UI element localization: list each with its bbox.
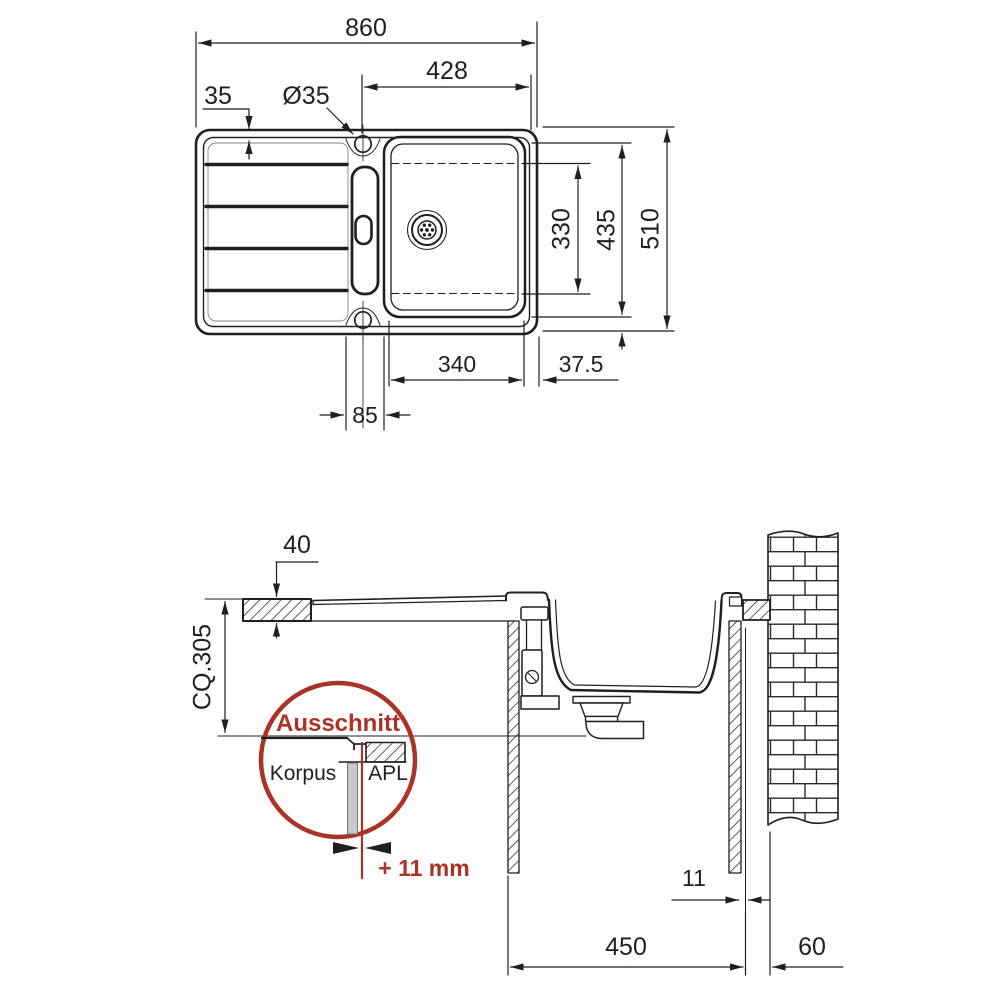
dim-bowl-inner-length: 330 [548, 208, 576, 250]
tap-ledge [345, 124, 381, 341]
dimensions-top [195, 21, 538, 160]
dim-cutout-reference: CQ.305 [189, 624, 217, 710]
drain-assembly [572, 695, 645, 740]
detail-title: Ausschnitt [276, 710, 400, 737]
dim-rim-margin: 35 [204, 82, 232, 110]
fixing-clamp [520, 596, 743, 710]
korpus-panel [347, 762, 358, 835]
brick-wall [767, 530, 839, 826]
sink-section [312, 591, 743, 694]
dim-tap-hole: Ø35 [282, 82, 329, 110]
dimensions-right [521, 126, 675, 350]
dimensions-bottom [319, 320, 619, 431]
drain-pipe [585, 720, 645, 740]
dimensions-section [221, 561, 844, 976]
dim-cabinet-depth: 450 [605, 933, 647, 961]
bowl-outer-wall [547, 598, 723, 694]
dim-overall-depth: 510 [637, 208, 665, 250]
apl-block [365, 741, 406, 763]
bowl [382, 135, 527, 319]
cabinet-side-panel [507, 620, 520, 874]
bowl-inner-wall [554, 599, 717, 688]
offset-marker-right [365, 842, 391, 854]
drain [406, 209, 448, 251]
cabinet [507, 620, 746, 914]
top-view: 860 428 35 Ø35 330 435 510 [194, 14, 675, 431]
offset-marker-left [333, 842, 359, 854]
countertop [204, 598, 771, 622]
dim-panel-gap: 11 [682, 865, 706, 891]
dim-bowl-width: 340 [438, 351, 476, 377]
cabinet-back-panel [728, 620, 742, 874]
dim-wall-clearance: 60 [798, 933, 826, 961]
dim-tap-section-width: 85 [352, 402, 378, 428]
sink-outline [194, 128, 539, 336]
dim-overall-width: 860 [345, 14, 387, 42]
section-view: Ausschnitt Korpus APL + 11 mm 40 CQ.305 … [189, 530, 844, 976]
korpus-label: Korpus [270, 762, 337, 785]
drainboard [204, 142, 349, 322]
dim-counter-thickness: 40 [283, 531, 311, 559]
apl-label: APL [368, 762, 408, 785]
dim-tap-offset: 428 [426, 57, 468, 85]
dim-edge-margin: 37.5 [559, 351, 604, 377]
tap-slot [354, 214, 373, 246]
offset-note: + 11 mm [378, 855, 469, 881]
dim-bowl-outer-length: 435 [593, 209, 621, 251]
detail-circle [258, 680, 418, 880]
